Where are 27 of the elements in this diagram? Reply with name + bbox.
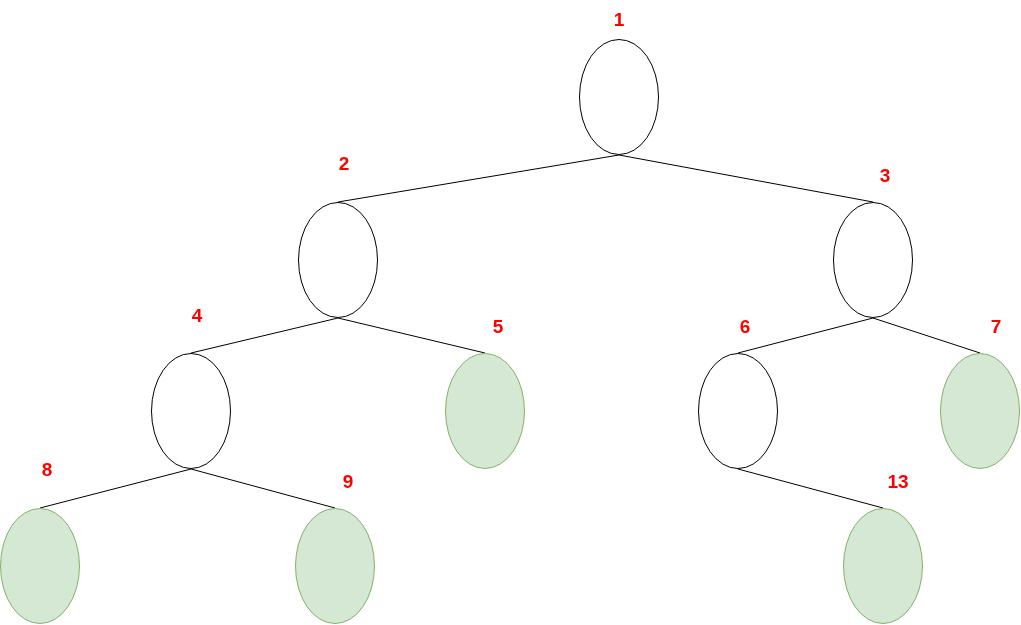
node-number: 6 [739, 316, 751, 338]
node-number: 7 [990, 316, 1002, 338]
node-number: 4 [191, 305, 203, 327]
connector-line [872, 317, 981, 354]
node-number: 13 [887, 471, 909, 493]
node-number: 9 [342, 471, 354, 493]
node-number: 3 [879, 165, 891, 187]
connector-line [39, 468, 192, 509]
ellipse-node [151, 353, 231, 469]
ellipse-node [0, 508, 80, 624]
ellipse-node [843, 508, 923, 624]
ellipse-node [445, 353, 525, 469]
connector-line [190, 317, 339, 354]
connector-line [337, 317, 486, 354]
ellipse-node [698, 353, 778, 469]
ellipse-node [940, 353, 1020, 469]
connector-line [737, 468, 884, 509]
ellipse-node [833, 202, 913, 318]
node-number: 5 [492, 316, 504, 338]
node-number: 2 [338, 153, 350, 175]
ellipse-node [295, 508, 375, 624]
ellipse-node [298, 202, 378, 318]
connector-line [190, 468, 336, 509]
node-number: 8 [41, 459, 53, 481]
connector-line [737, 317, 874, 354]
node-number: 1 [613, 9, 625, 31]
ellipse-node [579, 39, 659, 155]
